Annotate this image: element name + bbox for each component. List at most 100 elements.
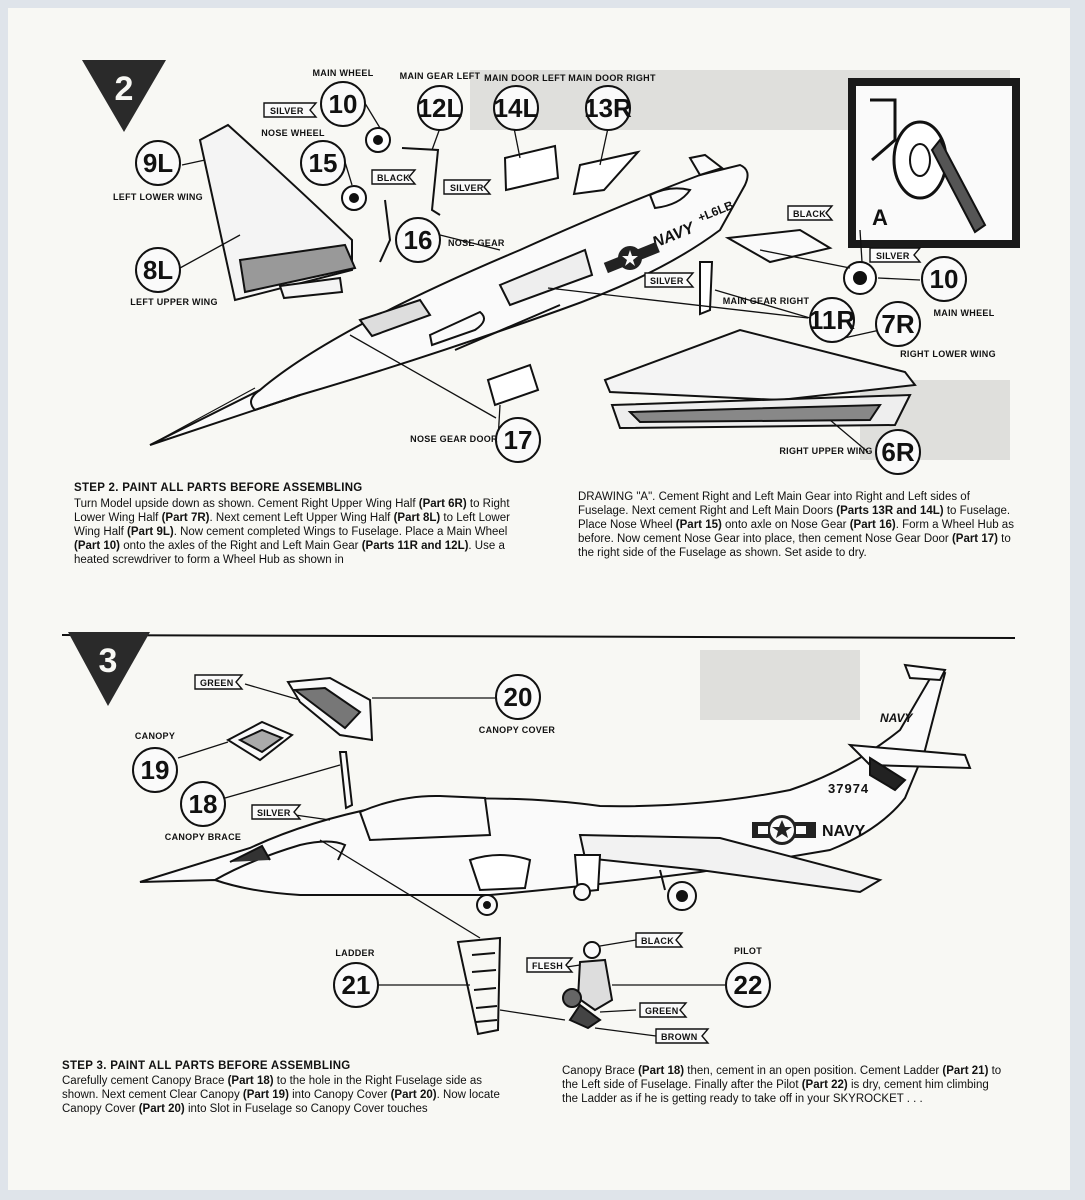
paint-tag-silver-1: SILVER [263,102,318,118]
paint-tag-silver-4: SILVER [869,247,922,263]
step3-parts [225,676,614,1036]
callout-22-pilot: 22 PILOT [725,946,771,1008]
svg-text:16: 16 [404,225,433,255]
callout-11R-main-gear-right: 11R MAIN GEAR RIGHT [723,296,855,343]
svg-text:BROWN: BROWN [661,1032,698,1042]
gear-parts [341,127,877,407]
step2-right-paragraph: DRAWING "A". Cement Right and Left Main … [578,491,1014,559]
callout-8L-left-upper-wing: 8L LEFT UPPER WING [130,247,218,307]
svg-text:RIGHT UPPER WING: RIGHT UPPER WING [779,446,872,456]
svg-text:BLACK: BLACK [793,209,826,219]
step2-aircraft [149,153,833,446]
svg-text:SILVER: SILVER [876,251,910,261]
paint-tag-silver-5: SILVER [251,804,302,820]
svg-text:FLESH: FLESH [532,961,563,971]
svg-text:MAIN DOOR LEFT: MAIN DOOR LEFT [484,73,566,83]
svg-text:10: 10 [930,264,959,294]
svg-text:6R: 6R [881,437,914,467]
svg-text:SILVER: SILVER [650,276,684,286]
svg-text:7R: 7R [881,309,914,339]
paint-tag-brown: BROWN [655,1028,710,1044]
fuselage-star-insignia [752,815,816,845]
drawing-a-label: A [872,205,888,230]
step2-number: 2 [115,70,134,108]
callout-10-main-wheel-left: 10 MAIN WHEEL [313,68,374,127]
fuselage-navy-marking: NAVY [822,823,866,840]
callout-17-nose-gear-door: 17 NOSE GEAR DOOR [410,417,541,463]
svg-text:MAIN WHEEL: MAIN WHEEL [934,308,995,318]
svg-text:12L: 12L [418,93,463,123]
serial-number-marking: 37974 [828,781,869,796]
step3-number: 3 [99,642,118,680]
step3-aircraft [139,663,972,896]
step3-wheels [476,869,697,916]
step2-heading: STEP 2. PAINT ALL PARTS BEFORE ASSEMBLIN… [74,482,363,494]
svg-text:14L: 14L [494,93,539,123]
svg-text:CANOPY BRACE: CANOPY BRACE [165,832,241,842]
callout-7R-right-lower-wing: 7R RIGHT LOWER WING [875,301,996,359]
svg-text:CANOPY COVER: CANOPY COVER [479,725,556,735]
callout-16-nose-gear: 16 NOSE GEAR [395,217,505,263]
svg-text:SILVER: SILVER [450,183,484,193]
step2-triangle: 2 [82,60,166,132]
step3-right-paragraph: Canopy Brace (Part 18) then, cement in a… [562,1065,1002,1105]
svg-text:8L: 8L [143,255,173,285]
svg-text:15: 15 [309,148,338,178]
step3-left-paragraph: Carefully cement Canopy Brace (Part 18) … [62,1075,500,1115]
svg-text:GREEN: GREEN [200,678,234,688]
paint-tag-flesh: FLESH [526,957,574,973]
tail-navy-marking: NAVY [880,711,913,725]
svg-text:9L: 9L [143,148,173,178]
svg-text:19: 19 [141,755,170,785]
callout-9L-left-lower-wing: 9L LEFT LOWER WING [113,140,203,202]
svg-text:PILOT: PILOT [734,946,762,956]
drawing-a-box: A [848,78,1020,248]
svg-text:MAIN DOOR RIGHT: MAIN DOOR RIGHT [568,73,656,83]
svg-text:BLACK: BLACK [377,173,410,183]
callout-10-main-wheel-right: 10 MAIN WHEEL [921,256,995,318]
paint-tag-black-1: BLACK [371,169,417,185]
callout-19-canopy: 19 CANOPY [132,731,178,793]
paint-tag-green-2: GREEN [639,1002,688,1018]
svg-text:MAIN GEAR RIGHT: MAIN GEAR RIGHT [723,296,810,306]
svg-text:GREEN: GREEN [645,1006,679,1016]
svg-text:CANOPY: CANOPY [135,731,175,741]
svg-text:11R: 11R [809,305,855,335]
svg-text:BLACK: BLACK [641,936,674,946]
svg-text:21: 21 [342,970,371,1000]
paint-tag-silver-3: SILVER [644,272,695,288]
callout-6R-right-upper-wing: 6R RIGHT UPPER WING [779,429,921,475]
svg-text:SILVER: SILVER [257,808,291,818]
step-divider [61,634,1016,639]
svg-text:MAIN GEAR LEFT: MAIN GEAR LEFT [400,71,481,81]
svg-text:LEFT UPPER WING: LEFT UPPER WING [130,297,218,307]
callout-21-ladder: 21 LADDER [333,948,379,1008]
svg-text:22: 22 [734,970,763,1000]
svg-text:13R: 13R [584,93,632,123]
paint-tag-silver-2: SILVER [443,179,492,195]
svg-text:17: 17 [504,425,533,455]
svg-text:20: 20 [504,682,533,712]
callout-18-canopy-brace: 18 CANOPY BRACE [165,781,241,842]
step2-leader-lines [179,99,921,453]
step3-heading: STEP 3. PAINT ALL PARTS BEFORE ASSEMBLIN… [62,1060,351,1072]
paint-tag-green-1: GREEN [194,674,244,690]
step3-triangle: 3 [68,632,150,706]
left-wing-halves [198,123,357,302]
svg-text:LEFT LOWER WING: LEFT LOWER WING [113,192,203,202]
svg-text:RIGHT LOWER WING: RIGHT LOWER WING [900,349,996,359]
svg-text:MAIN WHEEL: MAIN WHEEL [313,68,374,78]
svg-text:SILVER: SILVER [270,106,304,116]
svg-text:18: 18 [189,789,218,819]
paint-tag-black-2: BLACK [787,205,834,221]
step3-leader-lines [177,683,725,1037]
step2-left-paragraph: Turn Model upside down as shown. Cement … [74,498,510,566]
svg-text:NOSE GEAR: NOSE GEAR [448,238,505,248]
callout-13R-main-door-right: 13R MAIN DOOR RIGHT [568,73,656,131]
right-wing-halves [603,328,917,430]
svg-text:10: 10 [329,89,358,119]
callout-14L-main-door-left: 14L MAIN DOOR LEFT [484,73,566,131]
svg-text:LADDER: LADDER [335,948,374,958]
